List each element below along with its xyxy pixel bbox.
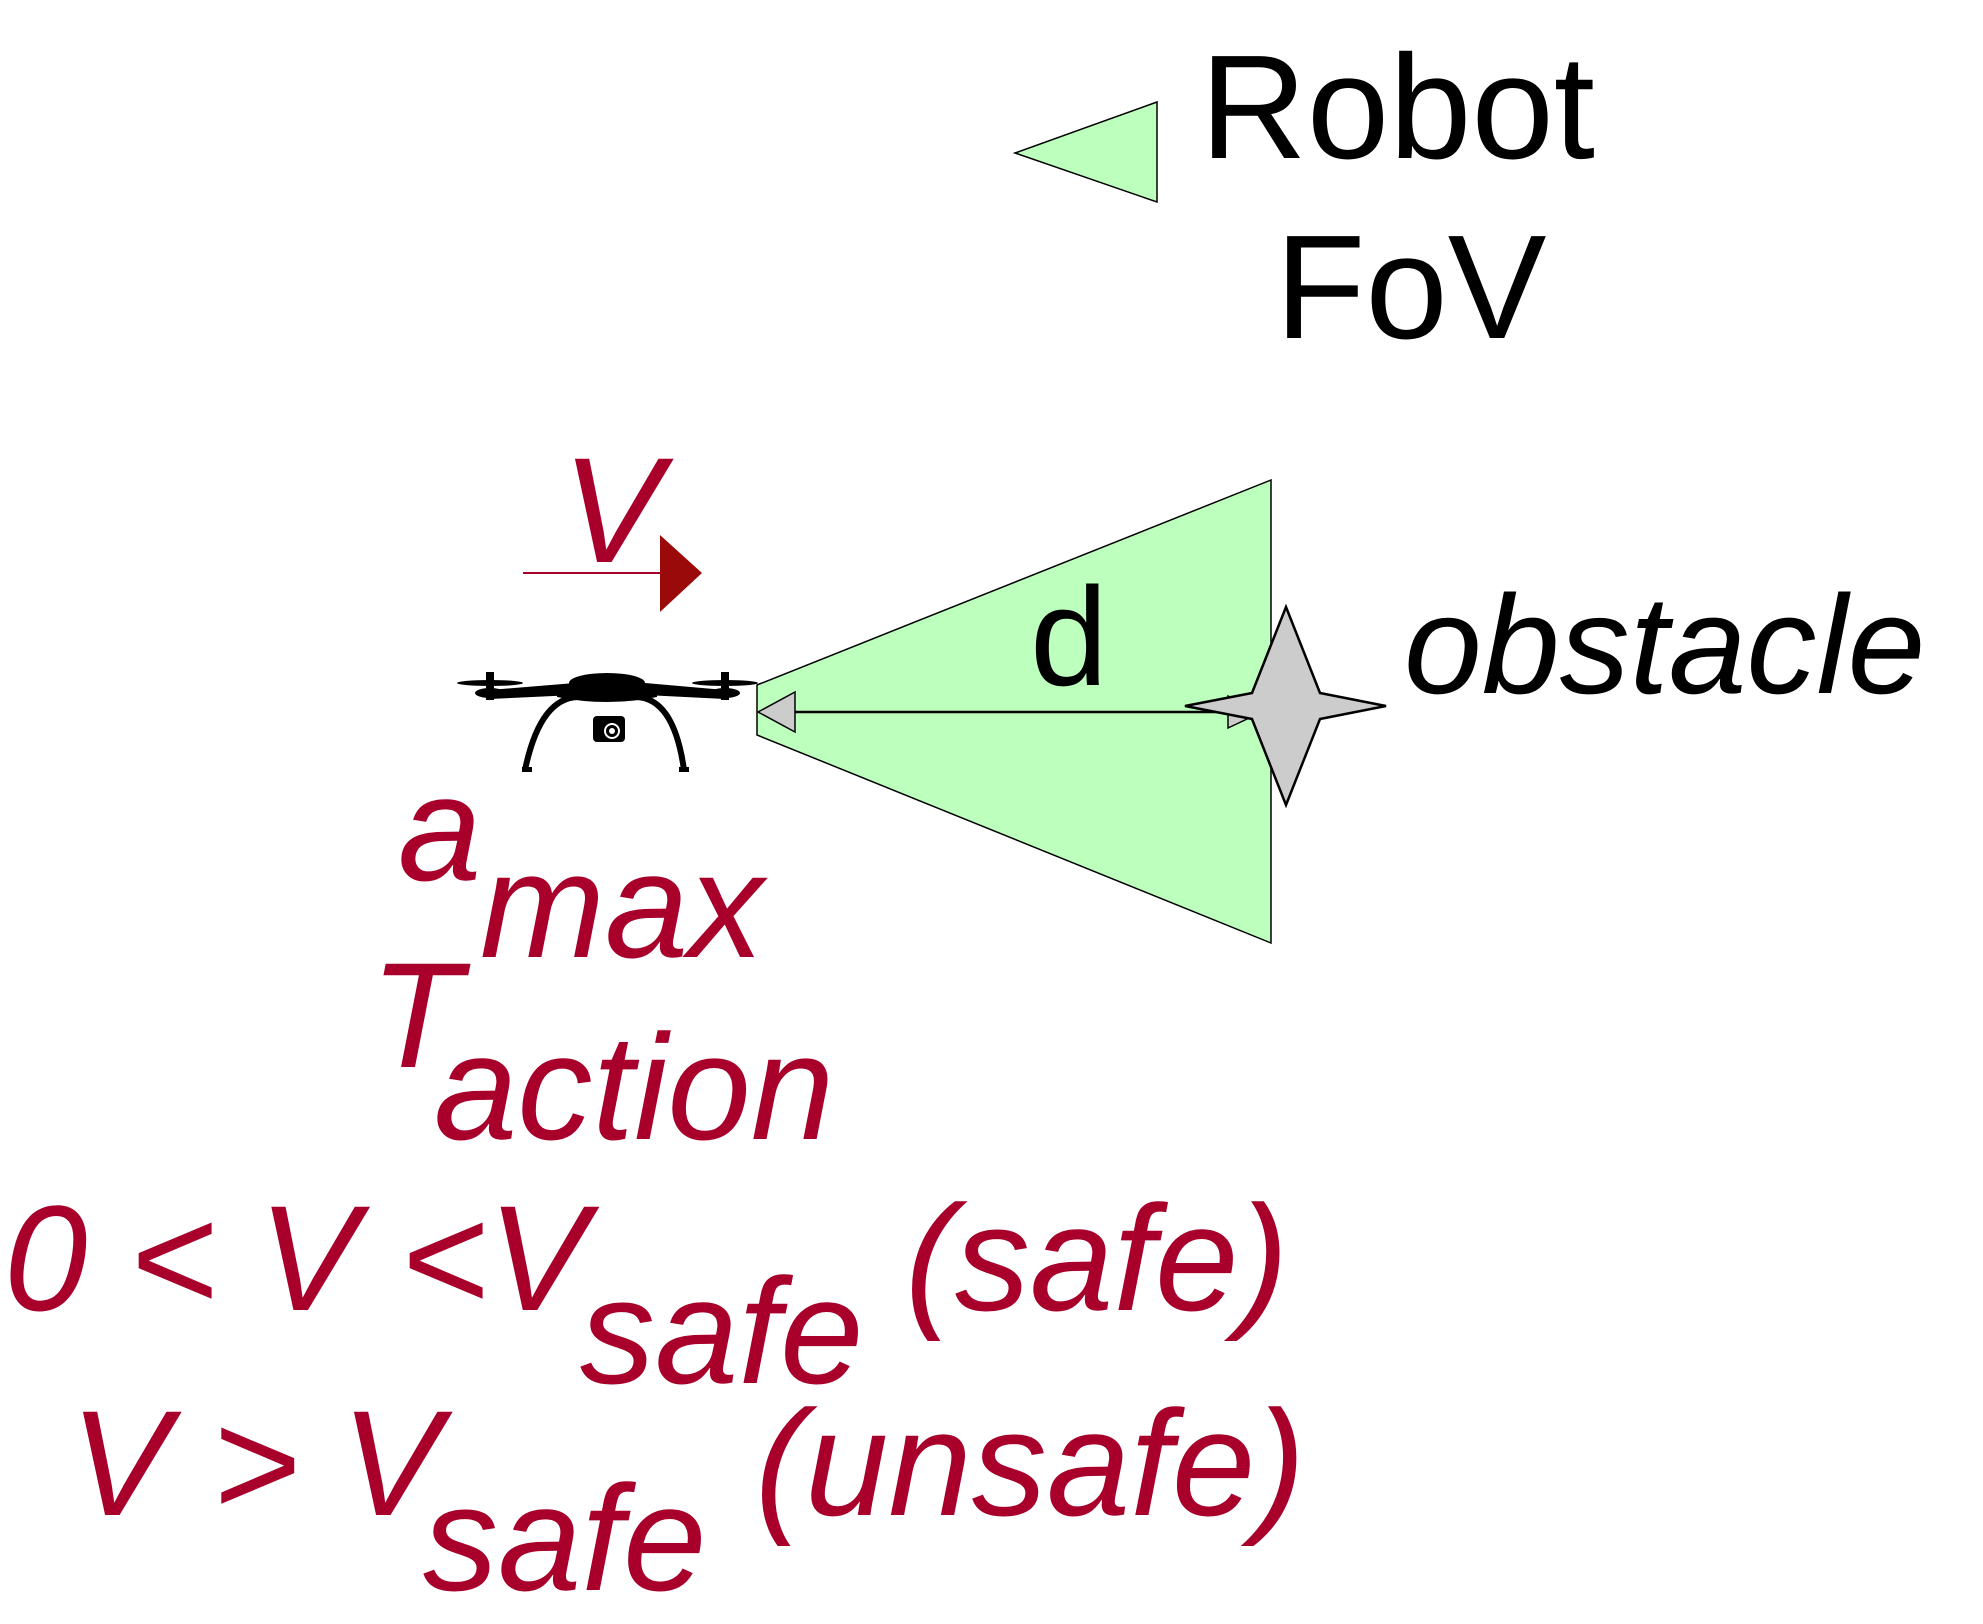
velocity-arrow-head [660,535,702,612]
obstacle-label: obstacle [1404,566,1925,723]
distance-arrow-head-left [756,690,796,734]
condition-safe: 0 < V <V safe (safe) [4,1174,1288,1415]
param-a-base: a [398,744,481,912]
param-t-sub: action [434,1003,834,1171]
velocity-arrow [523,535,702,612]
param-t-action: T action [370,931,834,1171]
condition-safe-sub: safe [580,1247,864,1415]
legend-fov-swatch [1012,100,1158,204]
condition-safe-tag: (safe) [905,1174,1288,1342]
velocity-label: V [562,426,674,594]
condition-unsafe-prefix: V > V [70,1379,453,1547]
distance-label: d [1030,558,1108,715]
quadcopter-drone-icon [457,672,758,772]
condition-unsafe: V > V safe (unsafe) [70,1379,1305,1622]
condition-safe-prefix: 0 < V <V [4,1174,600,1342]
legend-label-robot: Robot [1200,25,1595,190]
legend: Robot FoV [1012,25,1595,370]
param-a-max: a max [398,744,768,989]
param-t-base: T [370,931,471,1099]
condition-unsafe-tag: (unsafe) [755,1379,1305,1547]
legend-label-fov: FoV [1275,205,1547,370]
four-point-star-icon [1184,603,1387,809]
param-a-sub: max [480,821,768,989]
condition-unsafe-sub: safe [423,1454,707,1622]
